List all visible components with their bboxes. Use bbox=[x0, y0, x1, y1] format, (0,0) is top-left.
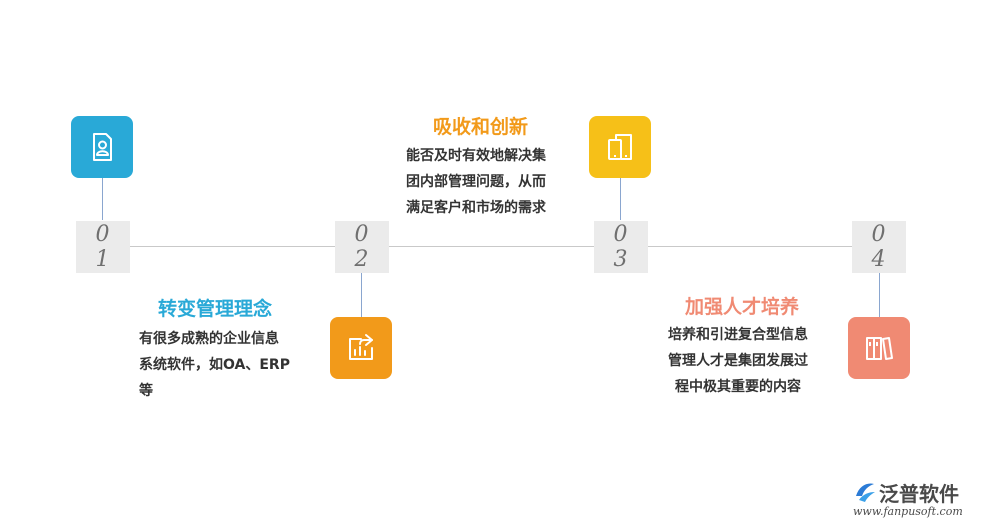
step-2-desc-line: 团内部管理问题，从而 bbox=[406, 174, 546, 190]
step-number-1: 0 1 bbox=[76, 221, 130, 273]
step-4-description: 培养和引进复合型信息 管理人才是集团发展过 程中极其重要的内容 bbox=[668, 322, 808, 400]
step-4-title: 加强人才培养 bbox=[685, 296, 800, 318]
step-number-4-top: 0 bbox=[871, 222, 887, 247]
step-4-icon-tile bbox=[848, 317, 910, 379]
connector-1 bbox=[102, 178, 103, 220]
fanpu-logo-icon bbox=[856, 483, 875, 502]
step-number-2: 0 2 bbox=[335, 221, 389, 273]
step-number-3: 0 3 bbox=[594, 221, 648, 273]
step-1-desc-line: 等 bbox=[139, 383, 153, 399]
step-number-2-top: 0 bbox=[354, 222, 370, 247]
step-number-1-top: 0 bbox=[95, 222, 111, 247]
step-3-icon-tile bbox=[589, 116, 651, 178]
chart-export-icon bbox=[349, 334, 373, 360]
step-number-1-bottom: 1 bbox=[95, 247, 111, 272]
step-number-3-top: 0 bbox=[613, 222, 629, 247]
step-number-2-bottom: 2 bbox=[354, 247, 370, 272]
step-number-4-bottom: 4 bbox=[871, 247, 887, 272]
step-1-icon-tile bbox=[71, 116, 133, 178]
connector-2 bbox=[361, 273, 362, 317]
logo-url: www.fanpusoft.com bbox=[853, 505, 963, 518]
step-1-desc-line: 系统软件，如OA、ERP bbox=[139, 357, 290, 373]
timeline-line-1 bbox=[130, 246, 335, 247]
book-shelf-icon bbox=[866, 337, 893, 360]
step-2-description: 能否及时有效地解决集 团内部管理问题，从而 满足客户和市场的需求 bbox=[406, 143, 546, 221]
user-document-icon bbox=[93, 133, 112, 161]
connector-4 bbox=[879, 273, 880, 317]
connector-3 bbox=[620, 178, 621, 220]
step-number-3-bottom: 3 bbox=[613, 247, 629, 272]
step-2-title: 吸收和创新 bbox=[433, 116, 529, 138]
logo-name: 泛普软件 bbox=[879, 482, 959, 506]
step-1-title: 转变管理理念 bbox=[158, 298, 273, 320]
step-2-icon-tile bbox=[330, 317, 392, 379]
step-2-desc-line: 满足客户和市场的需求 bbox=[406, 200, 546, 216]
step-1-description: 有很多成熟的企业信息 系统软件，如OA、ERP 等 bbox=[139, 326, 290, 404]
step-1-desc-line: 有很多成熟的企业信息 bbox=[139, 331, 279, 347]
step-4-desc-line: 管理人才是集团发展过 bbox=[668, 353, 808, 369]
timeline-line-2 bbox=[389, 246, 594, 247]
step-2-desc-line: 能否及时有效地解决集 bbox=[406, 148, 546, 164]
step-4-desc-line: 培养和引进复合型信息 bbox=[668, 327, 808, 343]
step-number-4: 0 4 bbox=[852, 221, 906, 273]
fanpu-logo: 泛普软件 www.fanpusoft.com bbox=[849, 478, 979, 522]
step-4-desc-line: 程中极其重要的内容 bbox=[675, 379, 801, 395]
tablet-devices-icon bbox=[608, 134, 632, 160]
timeline-line-3 bbox=[648, 246, 853, 247]
